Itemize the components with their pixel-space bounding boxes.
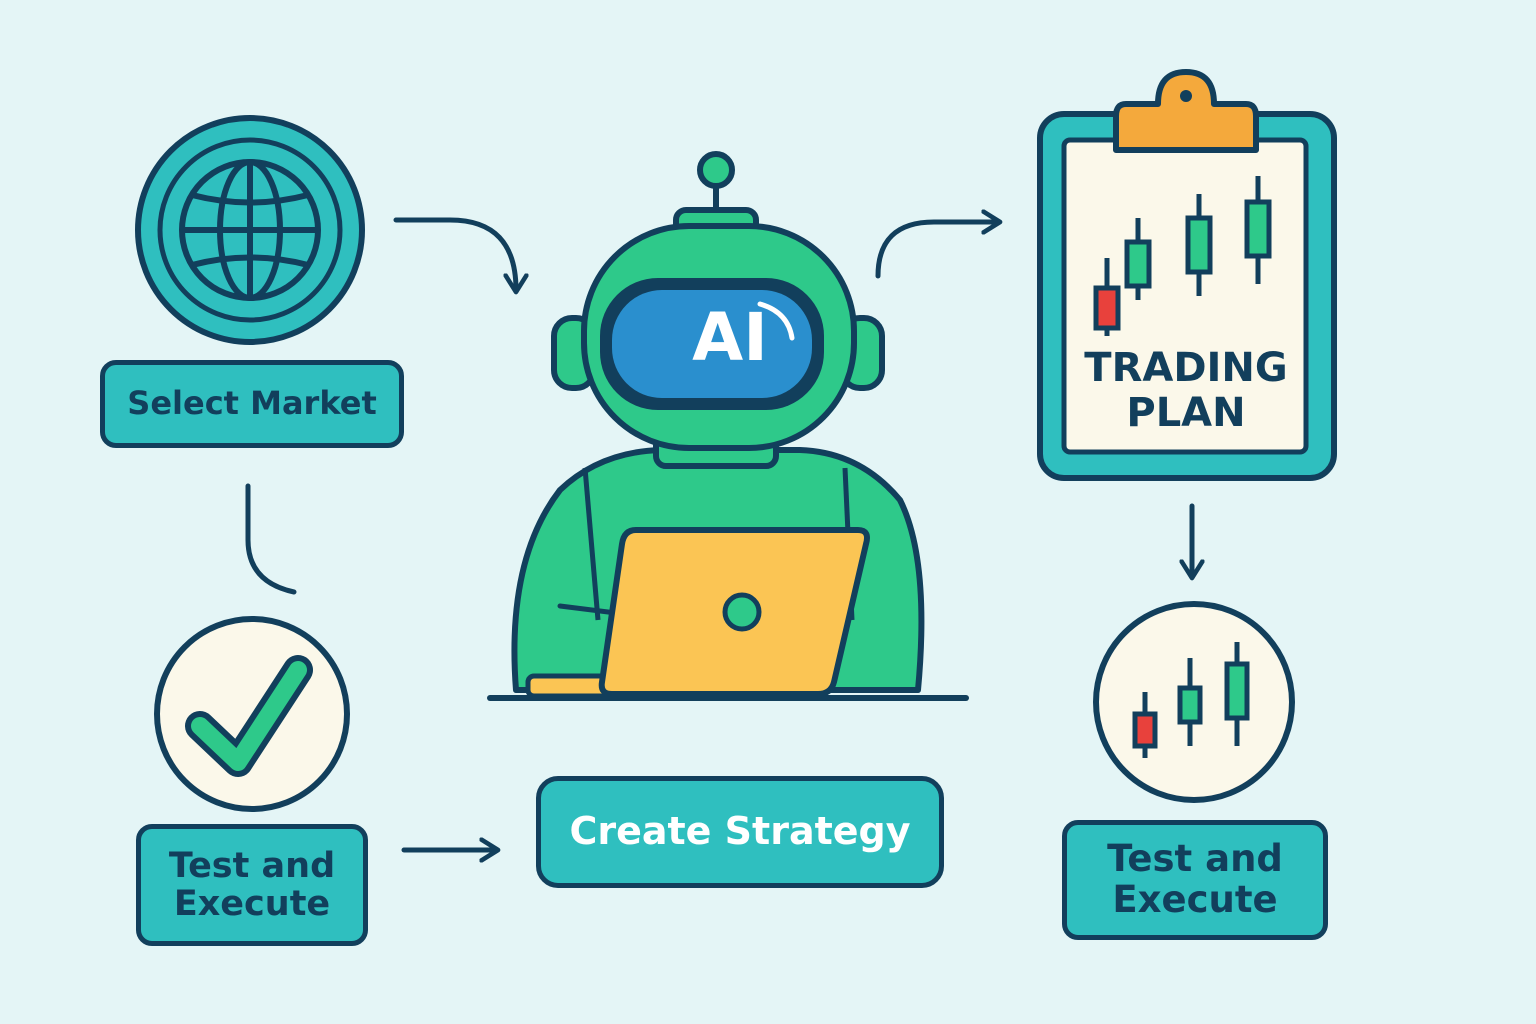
trading-plan-title-line-1: TRADING (1084, 345, 1288, 391)
globe-icon (135, 115, 365, 345)
candlestick-icon (1093, 176, 1272, 336)
arrow-market-to-robot (393, 217, 516, 290)
trading-plan-title: TRADING PLAN (1070, 346, 1302, 436)
checkmark-icon (154, 616, 350, 812)
laptop-icon (525, 527, 870, 699)
create-strategy-text: Create Strategy (569, 809, 911, 854)
arrow-robot-to-plan (875, 222, 998, 279)
candlestick-circle-icon (1093, 601, 1295, 803)
trading-plan-title-line-2: PLAN (1126, 389, 1246, 436)
visor-label: AI (692, 299, 768, 376)
select-market-text: Select Market (127, 384, 377, 423)
test-execute-left-line-2: Execute (173, 884, 331, 924)
test-execute-left-label: Test and Execute (136, 824, 368, 946)
select-market-label: Select Market (100, 360, 404, 448)
test-execute-right-line-2: Execute (1112, 878, 1278, 921)
test-execute-right-line-1: Test and (1107, 837, 1283, 881)
connector-market-to-check (245, 483, 297, 595)
test-execute-left-line-1: Test and (168, 845, 336, 886)
test-execute-right-label: Test and Execute (1062, 820, 1328, 940)
create-strategy-label: Create Strategy (536, 776, 944, 888)
